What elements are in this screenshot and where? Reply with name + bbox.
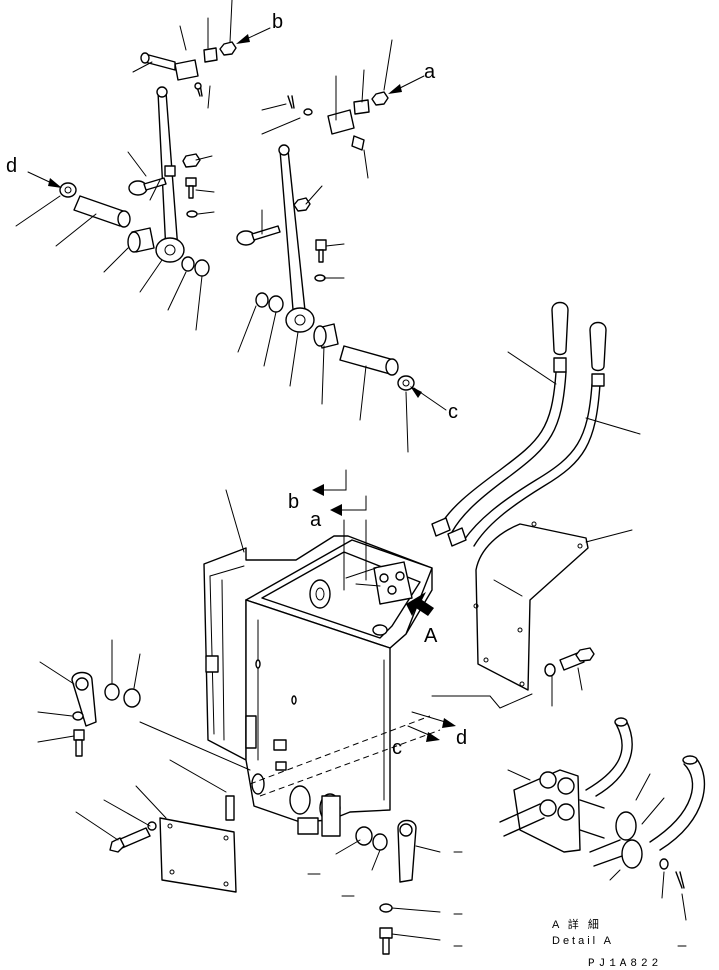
control-lever-rods (431, 301, 641, 547)
label-view-A: A (424, 625, 438, 647)
label-c-right: c (448, 401, 458, 423)
label-d-left: d (6, 155, 17, 177)
left-lever-assembly (15, 0, 237, 331)
left-side-parts (37, 639, 237, 893)
label-a-top: a (424, 61, 436, 83)
label-d-mid: d (456, 727, 467, 749)
drawing-id: PJ1A822 (588, 958, 662, 970)
reference-arrow-a-top: a (388, 61, 436, 94)
view-arrow-A: A (406, 592, 438, 647)
label-b-mid: b (288, 491, 299, 513)
bottom-center-parts (307, 819, 687, 955)
reference-arrow-d-left: d (6, 155, 62, 188)
label-c-mid: c (392, 737, 402, 759)
detail-A-view: A 詳 細 Detail A (499, 717, 706, 947)
label-a-mid: a (310, 509, 322, 531)
main-housing (139, 489, 433, 837)
right-lever-assembly (236, 39, 415, 453)
detail-A-title-en: Detail A (552, 935, 614, 947)
section-arrows-c-d: c d (249, 693, 533, 797)
side-cover-plate (473, 521, 633, 707)
section-arrows-a-b: b a (288, 469, 367, 591)
detail-A-title-jp: A 詳 細 (552, 917, 602, 931)
reference-arrow-c-right: c (410, 386, 458, 423)
label-b-top: b (272, 11, 283, 33)
reference-arrow-b-top: b (236, 11, 283, 44)
